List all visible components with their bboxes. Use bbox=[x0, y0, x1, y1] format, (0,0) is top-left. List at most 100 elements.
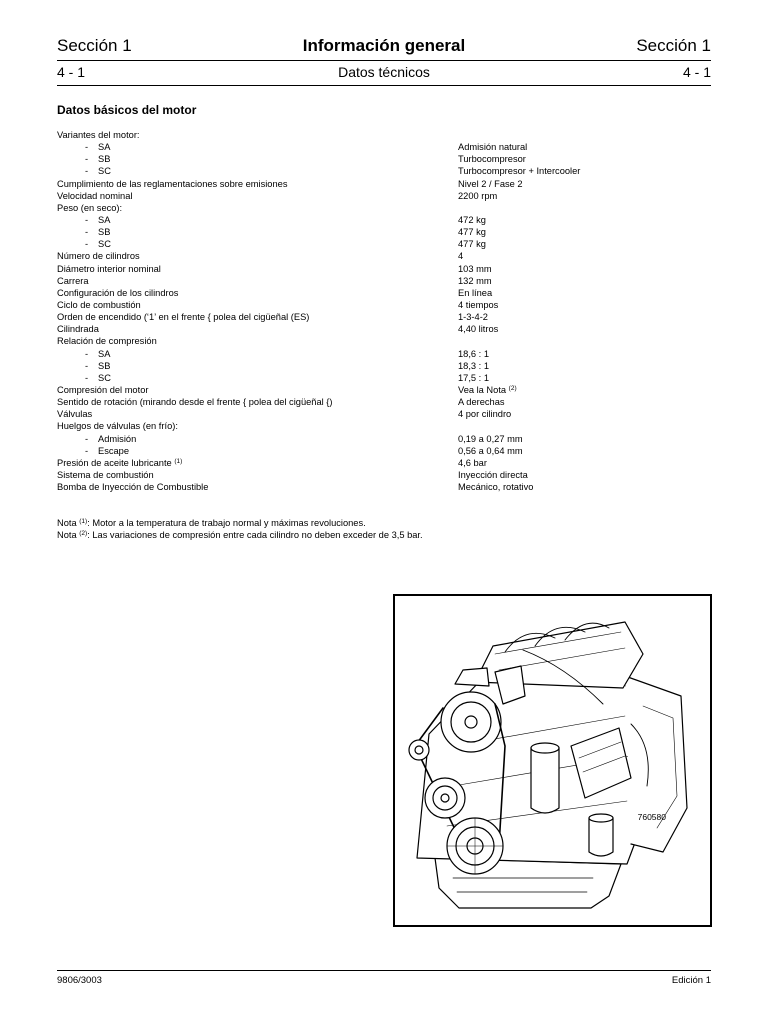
list-dash: - bbox=[85, 142, 89, 153]
footer-rule bbox=[57, 970, 711, 971]
note-prefix: Nota bbox=[57, 518, 77, 528]
list-dash: - bbox=[85, 239, 89, 250]
spec-value: 477 kg bbox=[458, 227, 486, 238]
notes: Nota (1): Motor a la temperatura de trab… bbox=[57, 517, 423, 541]
spec-label: Orden de encendido (‘1’ en el frente { p… bbox=[57, 312, 310, 323]
spec-value: Turbocompresor bbox=[458, 154, 526, 165]
spec-label: Escape bbox=[98, 445, 130, 456]
note-sup: (2) bbox=[79, 530, 88, 538]
spec-label: SB bbox=[98, 227, 111, 238]
edition-label: Edición 1 bbox=[671, 975, 711, 986]
engine-figure: 760580 bbox=[393, 594, 712, 927]
note-1: Nota (1): Motor a la temperatura de trab… bbox=[57, 517, 423, 529]
spec-row: Sistema de combustión Inyección directa bbox=[57, 469, 717, 481]
spec-value: 472 kg bbox=[458, 214, 486, 225]
spec-label: SB bbox=[98, 154, 111, 165]
spec-label: SC bbox=[98, 372, 111, 383]
spec-value: 4,40 litros bbox=[458, 324, 499, 335]
note-2: Nota (2): Las variaciones de compresión … bbox=[57, 529, 423, 541]
spec-value: 17,5 : 1 bbox=[458, 372, 490, 383]
spec-value: 0,19 a 0,27 mm bbox=[458, 433, 523, 444]
note-text: : Las variaciones de compresión entre ca… bbox=[87, 530, 423, 541]
spec-label: SC bbox=[98, 166, 111, 177]
note-text: : Motor a la temperatura de trabajo norm… bbox=[87, 518, 366, 528]
list-dash: - bbox=[85, 445, 89, 456]
spec-value: Inyección directa bbox=[458, 469, 528, 480]
spec-row: Compresión del motor Vea la Nota (2) bbox=[57, 384, 717, 396]
spec-value: 18,3 : 1 bbox=[458, 360, 490, 371]
page-number-left: 4 - 1 bbox=[57, 64, 86, 80]
spec-label: Número de cilindros bbox=[57, 251, 140, 262]
spec-value: 4 bbox=[458, 251, 464, 262]
spec-label: SA bbox=[98, 142, 111, 153]
note-ref-2: (2) bbox=[508, 384, 517, 392]
spec-label: Sistema de combustión bbox=[57, 469, 154, 480]
spec-row: Número de cilindros 4 bbox=[57, 250, 717, 262]
figure-reference: 760580 bbox=[637, 812, 666, 822]
spec-value: Mecánico, rotativo bbox=[458, 482, 534, 493]
spec-row: -Escape 0,56 a 0,64 mm bbox=[57, 445, 717, 457]
spec-label: Velocidad nominal bbox=[57, 190, 133, 201]
spec-value: 18,6 : 1 bbox=[458, 348, 490, 359]
section-title: Datos básicos del motor bbox=[57, 103, 197, 117]
spec-value: Nivel 2 / Fase 2 bbox=[458, 178, 523, 189]
page-number-right: 4 - 1 bbox=[682, 64, 711, 80]
header-rule bbox=[57, 60, 711, 61]
spec-label: Compresión del motor bbox=[57, 384, 149, 395]
subheader-rule bbox=[57, 85, 711, 86]
list-dash: - bbox=[85, 433, 89, 444]
page-header: Sección 1 Información general Sección 1 bbox=[57, 36, 711, 56]
note-prefix: Nota bbox=[57, 530, 77, 541]
spec-value: A derechas bbox=[458, 397, 505, 408]
list-dash: - bbox=[85, 214, 89, 225]
spec-row: Cumplimiento de las reglamentaciones sob… bbox=[57, 178, 717, 190]
spec-label: Carrera bbox=[57, 275, 89, 286]
section-label-right: Sección 1 bbox=[636, 36, 711, 55]
list-dash: - bbox=[85, 360, 89, 371]
page-footer: 9806/3003 Edición 1 bbox=[57, 975, 711, 986]
note-sup: (1) bbox=[79, 518, 88, 525]
page-subheader: 4 - 1 Datos técnicos 4 - 1 bbox=[57, 64, 711, 80]
spec-value: En línea bbox=[458, 287, 493, 298]
spec-label: Presión de aceite lubricante (1) bbox=[57, 457, 182, 469]
spec-value: 4 tiempos bbox=[458, 299, 499, 310]
spec-row: Peso (en seco): bbox=[57, 202, 717, 214]
spec-value: 4 por cilindro bbox=[458, 409, 512, 420]
spec-value: 4,6 bar bbox=[458, 457, 487, 468]
spec-value: 132 mm bbox=[458, 275, 492, 286]
spec-label: SA bbox=[98, 214, 111, 225]
spec-row: -SB Turbocompresor bbox=[57, 153, 717, 165]
spec-value: 0,56 a 0,64 mm bbox=[458, 445, 523, 456]
spec-value: 1-3-4-2 bbox=[458, 312, 488, 323]
spec-row: Orden de encendido (‘1’ en el frente { p… bbox=[57, 311, 717, 323]
list-dash: - bbox=[85, 348, 89, 359]
spec-row: Sentido de rotación (mirando desde el fr… bbox=[57, 396, 717, 408]
spec-label: Peso (en seco): bbox=[57, 202, 123, 213]
spec-row: -SA Admisión natural bbox=[57, 141, 717, 153]
spec-value-text: Vea la Nota bbox=[458, 384, 507, 395]
spec-label: Configuración de los cilindros bbox=[57, 287, 179, 298]
spec-row: Relación de compresión bbox=[57, 335, 717, 347]
spec-label: Cilindrada bbox=[57, 324, 99, 335]
spec-row: Presión de aceite lubricante (1) 4,6 bar bbox=[57, 457, 717, 469]
page-title: Información general bbox=[302, 36, 466, 55]
spec-label: SB bbox=[98, 360, 111, 371]
spec-row: Carrera 132 mm bbox=[57, 275, 717, 287]
note-ref-1: (1) bbox=[174, 457, 183, 465]
spec-label: Huelgos de válvulas (en frío): bbox=[57, 421, 178, 432]
spec-value: Vea la Nota (2) bbox=[458, 384, 517, 396]
spec-value: 103 mm bbox=[458, 263, 492, 274]
spec-label: Sentido de rotación (mirando desde el fr… bbox=[57, 397, 333, 408]
spec-value: Admisión natural bbox=[458, 142, 528, 153]
list-dash: - bbox=[85, 154, 89, 165]
spec-row: Huelgos de válvulas (en frío): bbox=[57, 420, 717, 432]
